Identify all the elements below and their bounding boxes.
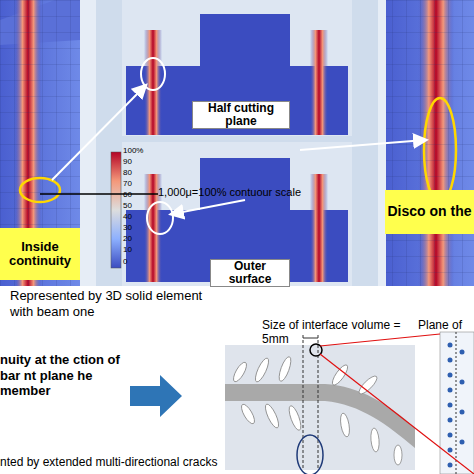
scale-tick: 50 [123,201,143,211]
view-label: Half cutting plane [192,101,290,129]
scale-tick: 20 [123,234,143,244]
dimension-label: Size of interface volume = 5mm [262,318,412,347]
scale-tick: 90 [123,157,143,167]
scale-tick: 80 [123,168,143,178]
scale-caption: 1,000μ=100% contuour scale [158,186,348,199]
note-text: nted by extended multi-directional crack… [0,455,300,469]
scale-tick: 30 [123,223,143,233]
plane-label: Plane of [418,318,474,332]
scale-tick: 70 [123,179,143,189]
callout-box: Inside continuity [0,228,80,280]
scale-tick: 10 [123,245,143,255]
scale-tick: 0 [123,257,143,267]
scale-tick: 60 [123,190,143,200]
node-text: Inside continuity [0,240,80,269]
view-label: Outer surface [210,259,290,287]
callout-box: Disco on the [385,190,474,234]
node-text: Outer surface [211,260,289,286]
node-text: Half cutting plane [193,102,289,128]
note-text: Represented by 3D solid element with bea… [10,288,210,319]
node-text: Disco on the [387,204,471,219]
scale-tick: 100% [123,146,153,156]
note-text: nuity at the ction of bar nt plane he me… [0,352,122,399]
scale-tick: 40 [123,212,143,222]
